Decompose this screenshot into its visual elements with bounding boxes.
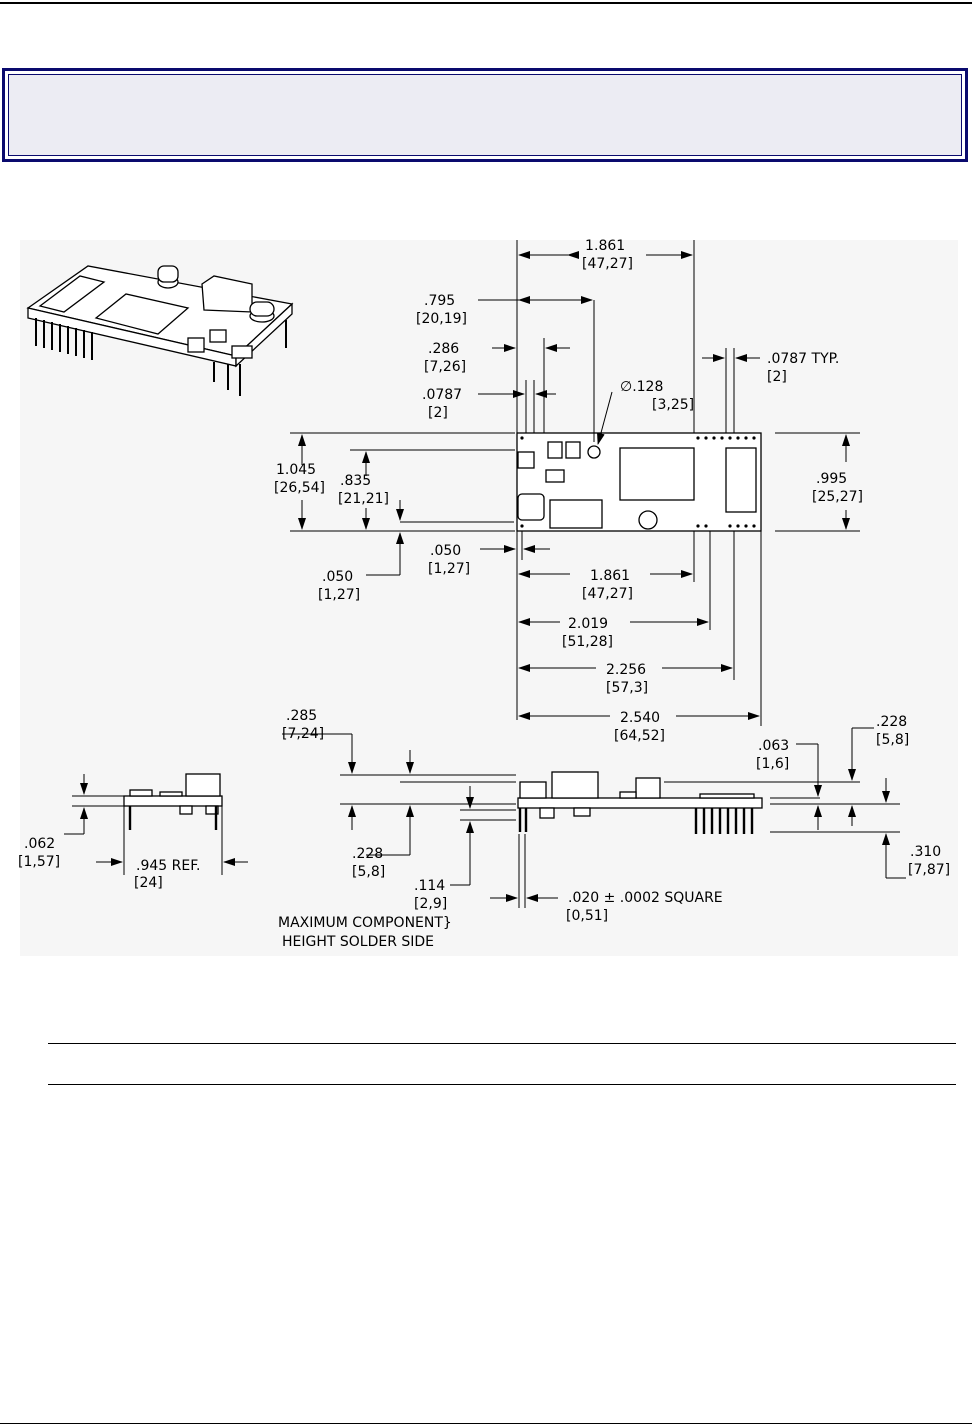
dim-063: .063	[758, 738, 789, 754]
dim-062-mm: [1,57]	[18, 854, 60, 870]
dim-114: .114	[414, 878, 445, 894]
dim-hole-diameter: ∅.128	[620, 379, 663, 395]
dim-1861-top: .861	[594, 238, 625, 254]
bottom-rule	[0, 1423, 972, 1424]
dim-062: .062	[24, 836, 55, 852]
mechanical-drawing: 1 .861 [47,27] .795 [20,19] .286 [7,26] …	[18, 238, 958, 956]
dim-228-left-mm: [5,8]	[352, 864, 385, 880]
dim-795: .795	[424, 293, 455, 309]
dim-995-mm: [25,27]	[812, 489, 863, 505]
dim-hole-diameter-mm: [3,25]	[652, 397, 694, 413]
dim-228-right: .228	[876, 714, 907, 730]
dim-050-right: .050	[430, 543, 461, 559]
top-view-dimension-lines	[290, 240, 860, 726]
dim-286-mm: [7,26]	[424, 359, 466, 375]
section-rule-lower	[48, 1084, 956, 1085]
header-banner-inner	[8, 74, 962, 156]
dim-1861-bottom: 1.861	[590, 568, 630, 584]
dim-2256-mm: [57,3]	[606, 680, 648, 696]
dim-286: .286	[428, 341, 459, 357]
dim-285: .285	[286, 708, 317, 724]
dim-1045-mm: [26,54]	[274, 480, 325, 496]
dim-0787-typ: .0787 TYP.	[767, 351, 839, 367]
small-side-view-dimension-lines	[64, 774, 248, 875]
dim-114-mm: [2,9]	[414, 896, 447, 912]
dim-835-mm: [21,21]	[338, 491, 389, 507]
dim-2019: 2.019	[568, 616, 608, 632]
dim-2256: 2.256	[606, 662, 646, 678]
header-banner	[2, 68, 968, 162]
dim-310-mm: [7,87]	[908, 862, 950, 878]
dim-020-square: .020 ± .0002 SQUARE	[568, 890, 723, 906]
dim-2540: 2.540	[620, 710, 660, 726]
section-rule-upper	[48, 1043, 956, 1044]
top-rule	[0, 2, 972, 4]
dim-228-right-mm: [5,8]	[876, 732, 909, 748]
dim-835: .835	[340, 473, 371, 489]
pcb-small-side-view	[123, 773, 223, 815]
dim-1045: 1.045	[276, 462, 316, 478]
dim-228-left: .228	[352, 846, 383, 862]
dim-1861-bottom-mm: [47,27]	[582, 586, 633, 602]
pcb-side-view	[517, 771, 763, 819]
note-height-solder-side: HEIGHT SOLDER SIDE	[282, 934, 434, 950]
pcb-top-view-pins	[520, 436, 756, 528]
dim-063-mm: [1,6]	[756, 756, 789, 772]
dim-020-square-mm: [0,51]	[566, 908, 608, 924]
pcb-top-view	[516, 432, 762, 532]
side-view-pins	[518, 808, 754, 834]
dim-945-ref: .945 REF.	[136, 858, 200, 874]
dim-0787-mm: [2]	[428, 405, 448, 421]
drawing-background	[20, 240, 958, 956]
dim-1861-top-mm: [47,27]	[582, 256, 633, 272]
dim-310: .310	[910, 844, 941, 860]
dim-050-right-mm: [1,27]	[428, 561, 470, 577]
top-view-dimension-labels: 1 .861 [47,27] .795 [20,19] .286 [7,26] …	[274, 238, 863, 744]
side-view-dimension-labels: .285 [7,24] .063 [1,6] .228 [5,8] .062 […	[18, 708, 950, 950]
note-max-component: MAXIMUM COMPONENT}	[278, 915, 452, 931]
dim-2540-mm: [64,52]	[614, 728, 665, 744]
dim-050-left-mm: [1,27]	[318, 587, 360, 603]
dim-1861-top-prefix: 1	[585, 238, 594, 254]
dim-945-ref-mm: [24]	[134, 875, 163, 891]
dim-0787: .0787	[422, 387, 462, 403]
dim-2019-mm: [51,28]	[562, 634, 613, 650]
dim-285-mm: [7,24]	[282, 726, 324, 742]
side-view-dimension-lines	[282, 727, 906, 908]
dim-050-left: .050	[322, 569, 353, 585]
dim-0787-typ-mm: [2]	[767, 369, 787, 385]
small-side-view-pins	[128, 806, 218, 830]
module-3d-illustration	[26, 265, 294, 396]
dim-795-mm: [20,19]	[416, 311, 467, 327]
dim-995: .995	[816, 471, 847, 487]
